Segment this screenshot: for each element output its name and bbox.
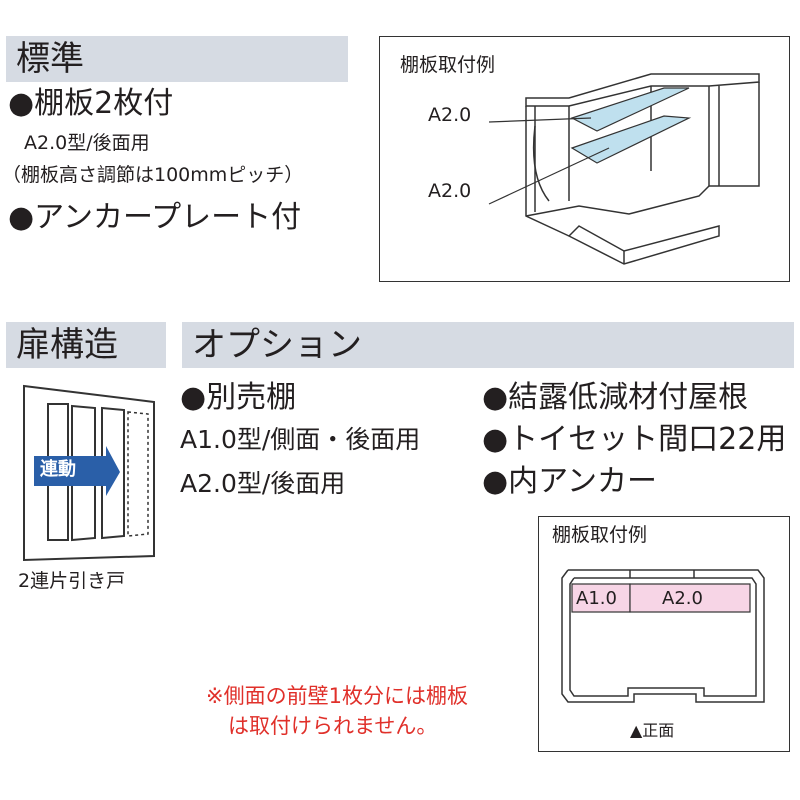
door-badge: 連動 [40,459,76,480]
option-inner-anchor: ●内アンカー [482,464,657,499]
shelf-example-top [379,36,790,282]
standard-title: 標準 [16,39,84,79]
standard-header: 標準 [6,36,348,82]
door-header: 扉構造 [6,322,166,368]
plan-label-a20: A2.0 [662,588,703,609]
option-roof: ●結露低減材付屋根 [482,380,749,415]
note-line2: は取付けられません。 [228,714,438,738]
plan-label-a10: A1.0 [576,588,617,609]
door-title: 扉構造 [16,325,118,365]
shelf-example-top-title: 棚板取付例 [400,54,496,76]
shelf-plan-view [561,569,765,703]
option-toilet-set: ●トイセット間口22用 [482,422,787,457]
shelf-label-upper: A2.0 [428,104,472,126]
shelf-example-top-illustration [488,73,760,265]
options-title: オプション [192,325,362,365]
shelf-label-lower: A2.0 [428,180,472,202]
shelf-example-bottom-title: 棚板取付例 [552,524,648,546]
options-header: オプション [182,322,794,368]
option-shelf-a20: A2.0型/後面用 [180,469,346,498]
door-caption: 2連片引き戸 [18,570,126,592]
note-line1: ※側面の前壁1枚分には棚板 [206,684,468,708]
option-shelf-a10: A1.0型/側面・後面用 [180,425,421,454]
standard-item-anchor: ●アンカープレート付 [8,200,302,235]
option-separate-shelf: ●別売棚 [180,380,297,415]
shelf-example-bottom [538,516,790,752]
standard-item-shelf-pitch: （棚板高さ調節は100mmピッチ） [2,164,304,186]
sliding-door-illustration [23,384,155,562]
standard-item-shelf-type: A2.0型/後面用 [24,132,150,154]
standard-item-shelf: ●棚板2枚付 [8,86,174,121]
plan-front-label: ▲正面 [630,721,675,740]
